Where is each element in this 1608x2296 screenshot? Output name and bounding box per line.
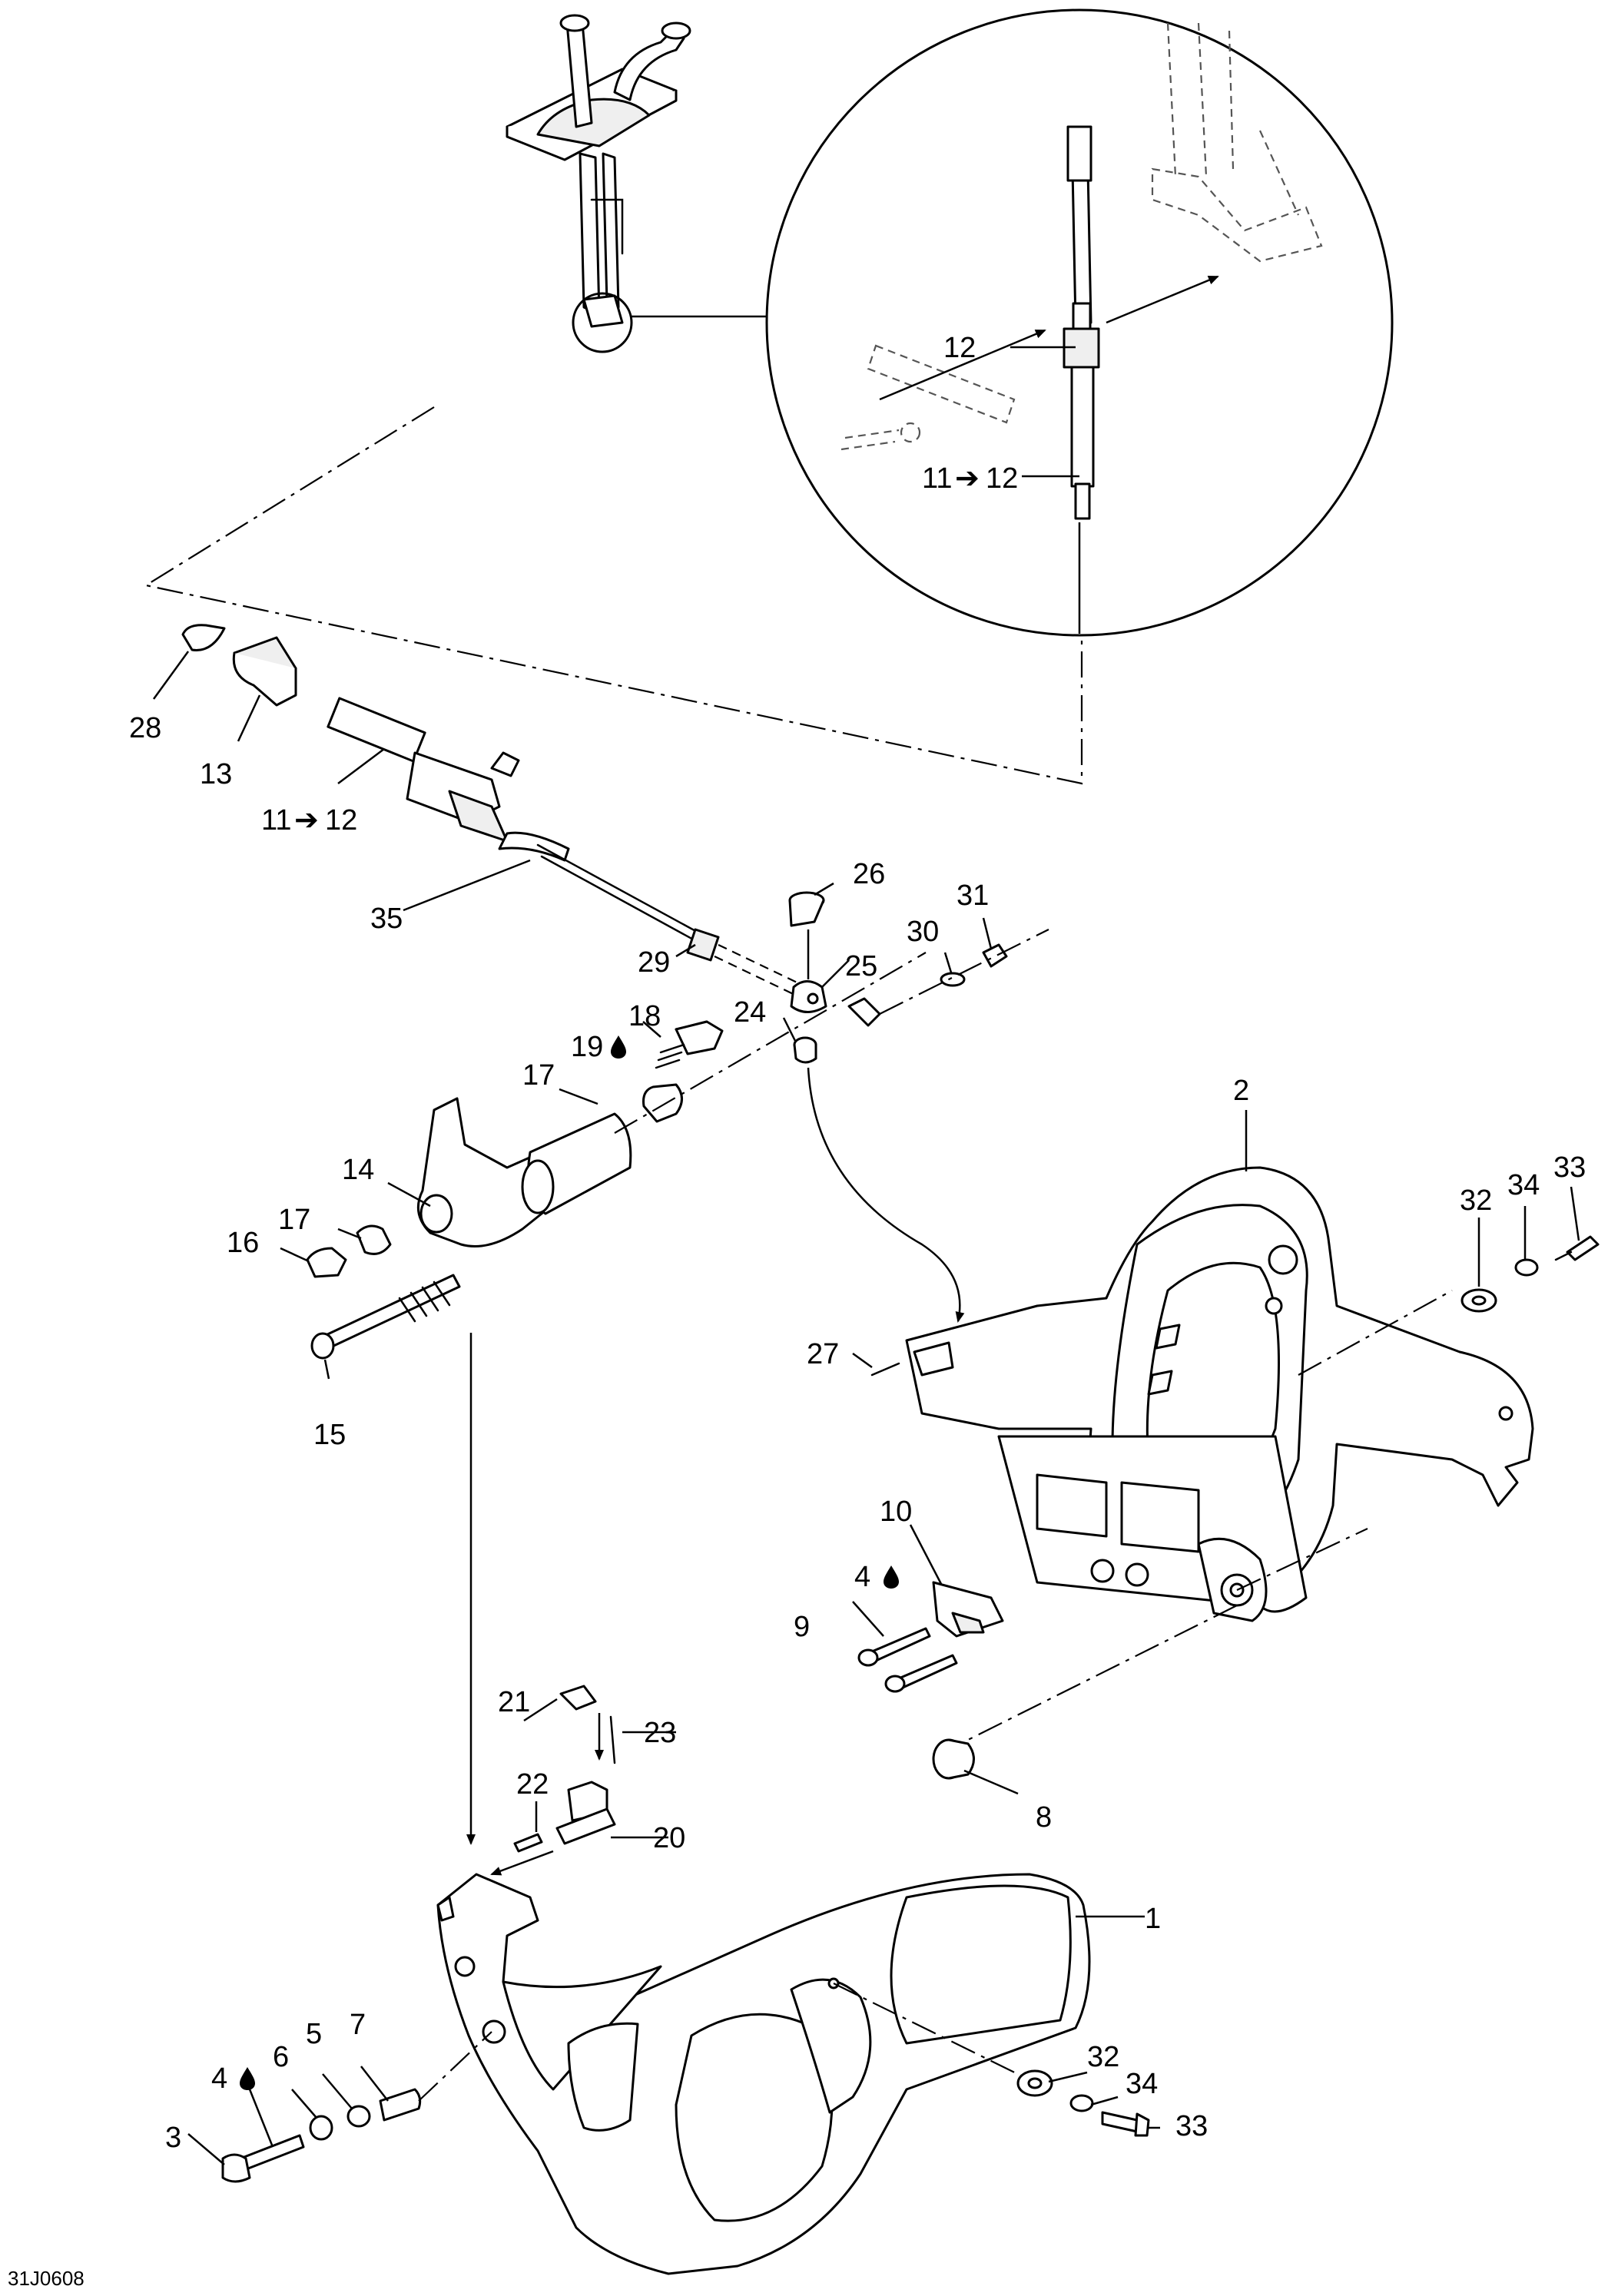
label-6: 6 [273,2041,289,2073]
label-20: 20 [653,1822,685,1854]
loctite-drop-icon [884,1565,899,1589]
shift-lever-assembly [506,14,691,353]
loctite-drop-icon [240,2067,255,2090]
label-29: 29 [638,946,670,979]
cotter-pin-27 [870,1362,900,1377]
drawing-code: 31J0608 [8,2267,85,2290]
label-9: 9 [794,1611,810,1643]
detail-zoom-circle [765,8,1394,637]
lock-parts-20-23 [513,1685,616,1853]
label-17-lower: 17 [278,1204,310,1236]
label-27: 27 [807,1338,839,1370]
label-5: 5 [306,2018,322,2050]
cable-end-hardware [788,891,1049,1064]
label-2: 2 [1233,1075,1249,1107]
bushing-8 [932,1738,975,1780]
label-13: 13 [200,758,232,790]
label-1: 1 [1145,1903,1161,1935]
label-25: 25 [845,950,877,982]
label-12: 12 [325,804,357,837]
label-26: 26 [853,858,885,890]
lower-left-fasteners [221,2031,492,2183]
label-21: 21 [498,1686,530,1718]
label-8: 8 [1036,1801,1052,1834]
right-arrow-icon: ➔ [955,462,980,495]
projection-box [144,406,1083,785]
lower-right-washers [1016,2069,1150,2137]
label-28: 28 [129,712,161,744]
label-23: 23 [644,1717,676,1749]
housing-part-1 [436,1873,1091,2275]
label-33-lower: 33 [1175,2110,1208,2142]
label-7: 7 [350,2009,366,2041]
label-33-upper: 33 [1553,1151,1586,1184]
label-24: 24 [734,996,766,1029]
anode-plate-10 [857,1581,1004,1693]
selector-lever-assembly [306,952,927,1360]
label-11: 11 [261,804,291,837]
label-15: 15 [313,1419,346,1451]
label-32-lower: 32 [1087,2041,1119,2073]
label-11-zoom: 11 [922,462,952,495]
part-labels: 12 11 ➔ 12 28 13 11 ➔ 12 35 29 26 25 24 … [8,332,1586,2290]
label-4-lower: 4 [211,2062,227,2095]
label-35: 35 [370,903,403,935]
label-31: 31 [957,880,989,912]
label-14: 14 [342,1154,374,1186]
label-32-upper: 32 [1460,1184,1492,1217]
label-17-upper: 17 [522,1059,555,1092]
label-16: 16 [227,1227,259,1259]
label-4-upper: 4 [854,1561,870,1593]
loctite-drop-icon [611,1035,626,1059]
label-22: 22 [516,1768,549,1801]
label-12-zoom-b: 12 [986,462,1018,495]
right-arrow-icon: ➔ [294,804,319,837]
shift-cable-assembly [181,624,807,999]
label-10: 10 [880,1496,912,1528]
label-18: 18 [628,1000,661,1032]
label-3: 3 [165,2122,181,2154]
label-12-zoom: 12 [943,332,976,364]
upper-right-washers [1460,1235,1600,1313]
arrow-to-housing-slot [490,1850,554,1876]
label-19: 19 [571,1031,603,1063]
label-30: 30 [907,916,939,948]
label-leaders [152,651,1580,2165]
swivel-bracket-part-2 [905,1166,1534,1752]
label-34-lower: 34 [1126,2068,1158,2100]
label-34-upper: 34 [1507,1169,1540,1201]
arrow-to-bracket-2 [807,1067,965,1323]
